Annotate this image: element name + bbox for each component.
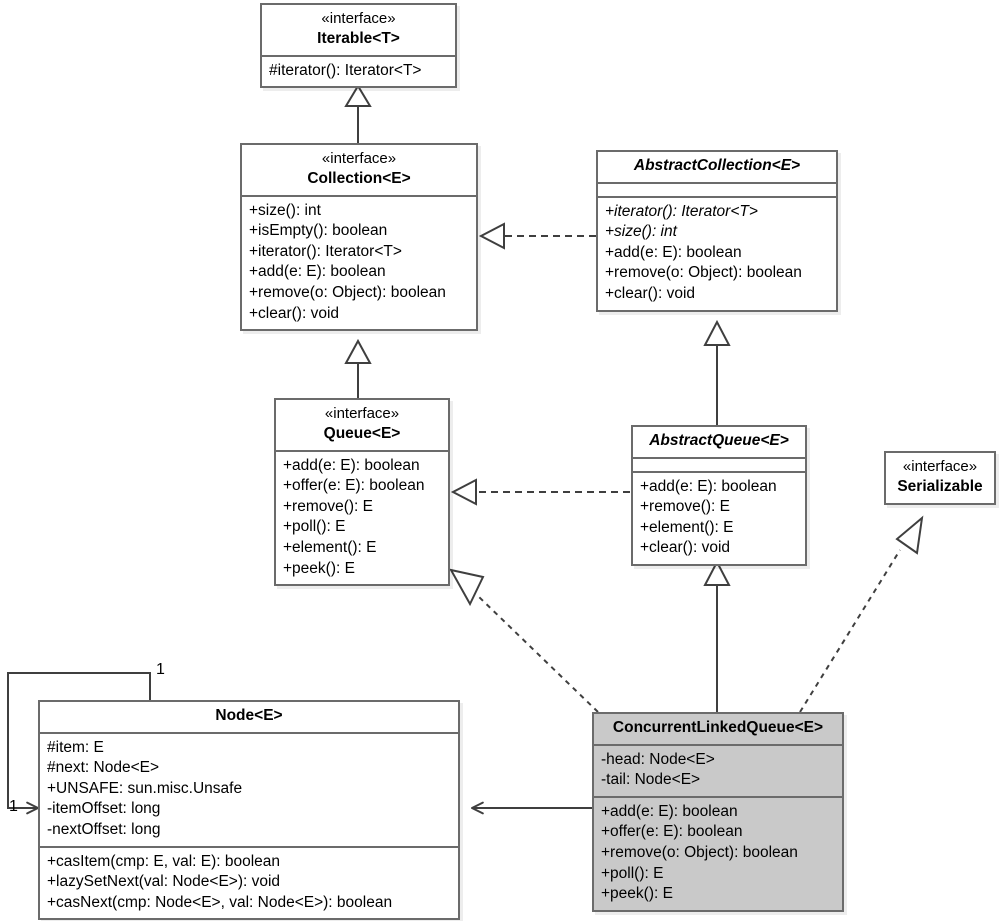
member-row: +clear(): void — [249, 304, 340, 322]
member-row: +UNSAFE: sun.misc.Unsafe — [47, 779, 243, 797]
edge-clq-implements-queue — [449, 568, 599, 713]
member-row: -itemOffset: long — [47, 800, 161, 818]
class-box-serializable[interactable]: «interface» Serializable — [884, 451, 996, 505]
members-compartment-iterable: #iterator(): Iterator<T> — [262, 54, 455, 87]
member-row: +isEmpty(): boolean — [249, 222, 388, 240]
class-name-label: Collection<E> — [307, 169, 411, 187]
member-row: +lazySetNext(val: Node<E>): void — [47, 873, 281, 891]
edge-abstractqueue-extends-abstractcollection — [703, 319, 731, 425]
methods-compartment-abstract-collection: +iterator(): Iterator<T> +size(): int +a… — [598, 195, 836, 310]
member-row: +casNext(cmp: Node<E>, val: Node<E>): bo… — [47, 893, 393, 911]
attributes-compartment-abstract-collection — [598, 181, 836, 196]
methods-compartment-abstract-queue: +add(e: E): boolean +remove(): E +elemen… — [633, 470, 805, 564]
member-row: +add(e: E): boolean — [601, 802, 738, 820]
member-row: +offer(e: E): boolean — [283, 477, 425, 495]
member-row: +iterator(): Iterator<T> — [249, 242, 402, 260]
member-row: +add(e: E): boolean — [283, 456, 420, 474]
member-row: +remove(o: Object): boolean — [601, 844, 798, 862]
member-row: +element(): E — [640, 518, 734, 536]
stereotype-label: «interface» — [902, 458, 978, 475]
class-header-node: Node<E> — [40, 702, 458, 732]
member-row: +clear(): void — [640, 539, 731, 557]
class-header-queue: «interface» Queue<E> — [276, 400, 448, 450]
class-box-queue[interactable]: «interface» Queue<E> +add(e: E): boolean… — [274, 398, 450, 587]
class-header-collection: «interface» Collection<E> — [242, 145, 476, 195]
class-box-concurrent-linked-queue[interactable]: ConcurrentLinkedQueue<E> -head: Node<E> … — [592, 712, 844, 912]
stereotype-label: «interface» — [324, 405, 400, 422]
member-row: +remove(): E — [283, 497, 374, 515]
member-row: +size(): int — [249, 201, 321, 219]
class-box-iterable[interactable]: «interface» Iterable<T> #iterator(): Ite… — [260, 3, 457, 89]
class-name-label: Serializable — [897, 477, 983, 495]
edge-clq-implements-serializable — [799, 515, 924, 713]
member-row: +add(e: E): boolean — [605, 243, 742, 261]
methods-compartment-concurrent-linked-queue: +add(e: E): boolean +offer(e: E): boolea… — [594, 795, 842, 910]
member-row: +poll(): E — [601, 864, 664, 882]
edge-abstractqueue-implements-queue — [450, 478, 630, 506]
member-row: +remove(): E — [640, 498, 731, 516]
member-row: +remove(o: Object): boolean — [605, 264, 802, 282]
stereotype-label: «interface» — [321, 10, 396, 27]
member-row: +casItem(cmp: E, val: E): boolean — [47, 852, 281, 870]
class-header-serializable: «interface» Serializable — [886, 453, 994, 503]
member-row: -tail: Node<E> — [601, 771, 701, 789]
member-row: -nextOffset: long — [47, 821, 161, 839]
class-box-abstract-queue[interactable]: AbstractQueue<E> +add(e: E): boolean +re… — [631, 425, 807, 567]
member-row: +add(e: E): boolean — [249, 263, 386, 281]
edge-abstractcollection-implements-collection — [478, 222, 596, 250]
member-row: +add(e: E): boolean — [640, 477, 777, 495]
class-box-collection[interactable]: «interface» Collection<E> +size(): int +… — [240, 143, 478, 332]
member-row: +poll(): E — [283, 518, 346, 536]
class-box-abstract-collection[interactable]: AbstractCollection<E> +iterator(): Itera… — [596, 150, 838, 312]
member-row: -head: Node<E> — [601, 750, 715, 768]
methods-compartment-node: +casItem(cmp: E, val: E): boolean +lazyS… — [40, 845, 458, 919]
member-row: +remove(o: Object): boolean — [249, 283, 446, 301]
class-name-label: AbstractCollection<E> — [633, 157, 801, 174]
member-row: +peek(): E — [601, 885, 673, 903]
class-header-concurrent-linked-queue: ConcurrentLinkedQueue<E> — [594, 714, 842, 744]
member-row: +iterator(): Iterator<T> — [605, 202, 758, 220]
class-header-abstract-queue: AbstractQueue<E> — [633, 427, 805, 457]
multiplicity-label-node-self-left: 1 — [9, 798, 18, 815]
class-name-label: AbstractQueue<E> — [649, 432, 789, 449]
class-name-label: Node<E> — [215, 707, 283, 724]
class-header-abstract-collection: AbstractCollection<E> — [598, 152, 836, 182]
member-row: +peek(): E — [283, 559, 355, 577]
member-row: +clear(): void — [605, 285, 696, 303]
members-compartment-queue: +add(e: E): boolean +offer(e: E): boolea… — [276, 449, 448, 585]
class-name-label: Queue<E> — [323, 424, 401, 442]
class-name-label: Iterable<T> — [317, 29, 400, 47]
members-compartment-collection: +size(): int +isEmpty(): boolean +iterat… — [242, 194, 476, 330]
attributes-compartment-abstract-queue — [633, 456, 805, 471]
edge-collection-extends-iterable — [344, 84, 372, 143]
multiplicity-label-node-self-top: 1 — [156, 661, 165, 678]
member-row: #next: Node<E> — [47, 759, 160, 777]
edge-queue-extends-collection — [344, 338, 372, 398]
member-row: #iterator(): Iterator<T> — [269, 61, 422, 79]
edge-clq-extends-abstractqueue — [703, 559, 731, 712]
class-box-node[interactable]: Node<E> #item: E #next: Node<E> +UNSAFE:… — [38, 700, 460, 921]
member-row: +offer(e: E): boolean — [601, 823, 743, 841]
member-row: +size(): int — [605, 223, 677, 241]
class-name-label: ConcurrentLinkedQueue<E> — [612, 719, 824, 736]
member-row: +element(): E — [283, 538, 377, 556]
member-row: #item: E — [47, 738, 104, 756]
class-header-iterable: «interface» Iterable<T> — [262, 5, 455, 55]
attributes-compartment-concurrent-linked-queue: -head: Node<E> -tail: Node<E> — [594, 743, 842, 796]
attributes-compartment-node: #item: E #next: Node<E> +UNSAFE: sun.mis… — [40, 731, 458, 846]
stereotype-label: «interface» — [321, 150, 397, 167]
